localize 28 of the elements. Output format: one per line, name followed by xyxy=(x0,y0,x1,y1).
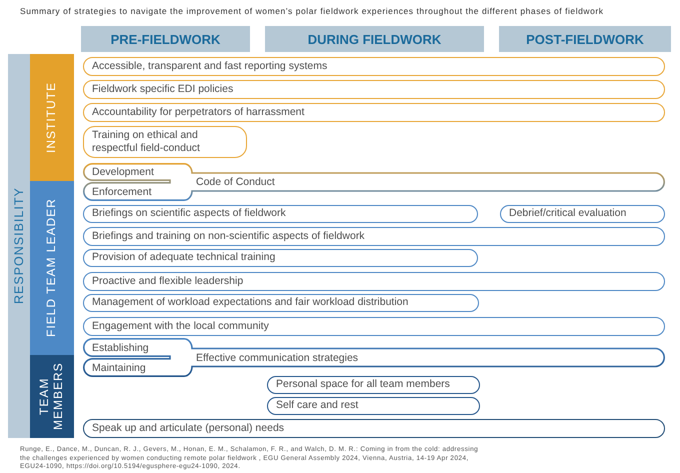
strategy-label: Code of Conduct xyxy=(196,175,275,190)
strategy-label: Establishing xyxy=(83,338,192,357)
strategy-label: Enforcement xyxy=(83,182,192,201)
strategy-pill: Accessible, transparent and fast reporting systems xyxy=(83,57,665,76)
strategy-pill: Fieldwork specific EDI policies xyxy=(83,80,665,99)
strategy-pill: Speak up and articulate (personal) needs xyxy=(83,419,665,438)
column-header: POST-FIELDWORK xyxy=(499,26,671,52)
column-header: DURING FIELDWORK xyxy=(265,26,484,52)
strategy-pill: Provision of adequate technical training xyxy=(83,249,478,267)
strategy-pill: Debrief/critical evaluation xyxy=(500,205,665,223)
strategy-pill: Briefings on scientific aspects of fieldwork xyxy=(83,205,478,223)
column-header: PRE-FIELDWORK xyxy=(81,26,250,52)
chart-title: Summary of strategies to navigate the improvement of women’s polar fieldwork experiences throughout the different phases of fieldwork xyxy=(20,6,604,16)
strategy-pill: Training on ethical and respectful field-conduct xyxy=(83,126,247,158)
row-header-band: TEAM MEMBERS xyxy=(30,355,74,438)
strategy-label: Maintaining xyxy=(83,358,192,377)
strategy-label: Effective communication strategies xyxy=(196,350,358,366)
strategy-pill: Engagement with the local community xyxy=(83,317,665,336)
strategy-pill: Personal space for all team members xyxy=(267,376,480,394)
strategy-label: Development xyxy=(83,163,192,181)
strategy-pill: Management of workload expectations and fair workload distribution xyxy=(83,294,479,312)
strategy-pill: Accountability for perpetrators of harrassment xyxy=(83,103,665,122)
strategy-pill: Self care and rest xyxy=(267,397,480,415)
row-header-band: RESPONSIBILITY xyxy=(8,54,30,438)
row-header-band: INSTITUTE xyxy=(30,54,74,181)
strategy-pill: Proactive and flexible leadership xyxy=(83,272,665,291)
row-header-band: FIELD TEAM LEADER xyxy=(30,181,74,355)
strategy-pill: Briefings and training on non-scientific aspects of fieldwork xyxy=(83,227,665,246)
